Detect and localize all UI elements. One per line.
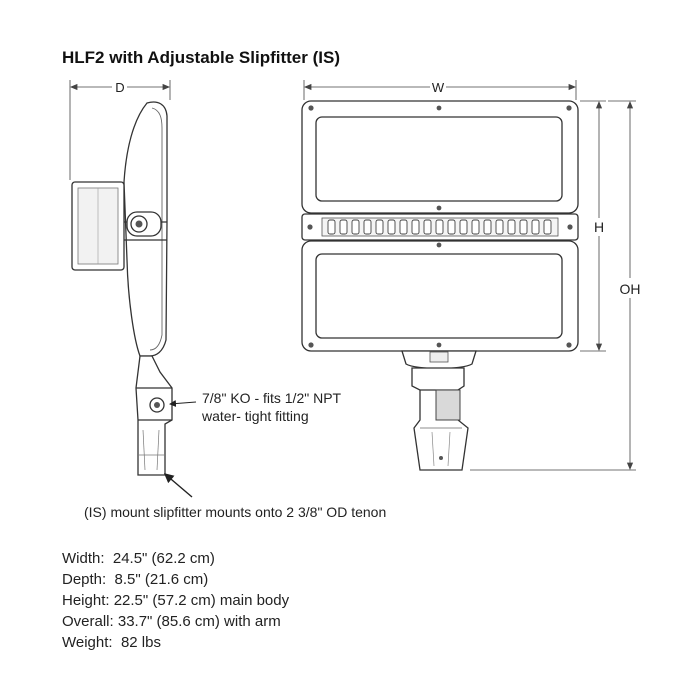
diagram-title: HLF2 with Adjustable Slipfitter (IS) [62,48,340,67]
depth-dimension [69,80,171,180]
knockout-callout: 7/8" KO - fits 1/2" NPT water- tight fit… [202,389,341,425]
overall-height-label: OH [620,281,641,297]
front-view [301,80,636,471]
height-dimension [580,100,606,352]
mount-callout: (IS) mount slipfitter mounts onto 2 3/8"… [84,504,387,520]
width-dimension [303,80,577,100]
upper-lens [315,116,563,202]
knockout-callout-line1: 7/8" KO - fits 1/2" NPT [202,390,342,406]
heat-sink-fins [327,219,552,235]
spec-weight: Weight: 82 lbs [62,634,161,651]
overall-height-dimension [470,100,636,471]
width-label: W [432,80,445,95]
slipfitter-arm [135,355,173,476]
spec-height: Height: 22.5" (57.2 cm) main body [62,592,290,609]
knockout-leader [169,400,197,408]
knockout-callout-line2: water- tight fitting [202,408,309,424]
spec-list: Width: 24.5" (62.2 cm) Depth: 8.5" (21.6… [62,548,289,653]
depth-label: D [115,80,124,95]
lower-lens [315,253,563,339]
spec-overall: Overall: 33.7" (85.6 cm) with arm [62,613,281,630]
height-label: H [594,219,604,235]
spec-width: Width: 24.5" (62.2 cm) [62,550,215,567]
mount-leader [163,473,193,498]
side-view [69,80,173,476]
spec-depth: Depth: 8.5" (21.6 cm) [62,571,209,588]
